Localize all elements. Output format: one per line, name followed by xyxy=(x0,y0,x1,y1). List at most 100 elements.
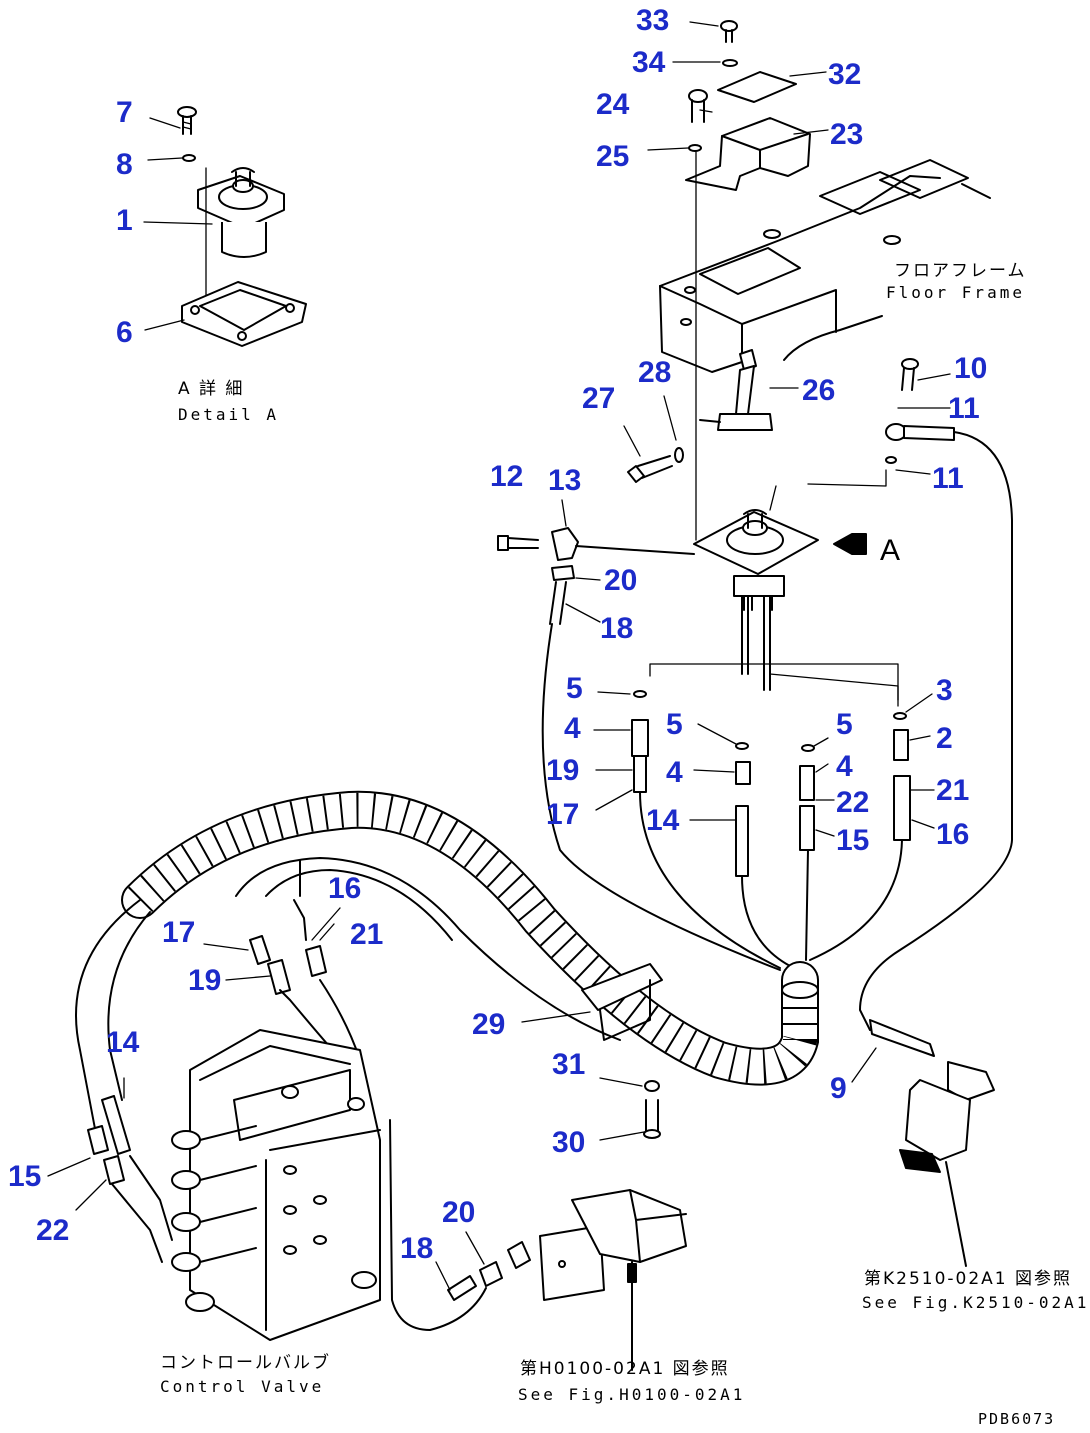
callout-17-a: 17 xyxy=(546,798,579,831)
part-22-fitting-b xyxy=(103,1155,125,1185)
hose-bundle xyxy=(121,790,819,1086)
part-24-bolt xyxy=(688,89,708,103)
part-14-hose xyxy=(735,805,749,877)
drawing-code: PDB6073 xyxy=(978,1410,1055,1428)
callout-13: 13 xyxy=(548,464,581,497)
detail-label-en: Detail A xyxy=(178,405,279,424)
callout-4-c: 4 xyxy=(836,750,853,783)
floor-frame-jp: フロアフレーム xyxy=(894,261,1027,281)
callout-20-a: 20 xyxy=(604,564,637,597)
part-27-bolt xyxy=(627,455,673,483)
part-9-connector xyxy=(869,1019,995,1267)
callout-7: 7 xyxy=(116,96,133,129)
callout-17-b: 17 xyxy=(162,916,195,949)
part-18-hose-b xyxy=(447,1275,477,1301)
callout-23: 23 xyxy=(830,118,863,151)
part-19-fitting-b xyxy=(267,959,291,995)
part-12-bolt xyxy=(497,535,539,551)
part-4-fitting-a xyxy=(631,719,649,757)
part-11-hose-joint xyxy=(885,423,955,441)
part-3-oring xyxy=(893,712,907,720)
control-valve-jp: コントロールバルブ xyxy=(160,1352,331,1373)
callout-10: 10 xyxy=(954,352,987,385)
control-valve-body xyxy=(171,1029,381,1341)
part-10-bolt xyxy=(901,358,919,391)
view-marker: A xyxy=(880,534,900,567)
part-11-washer xyxy=(885,456,897,464)
part-29-clamp xyxy=(581,963,663,1041)
part-5-oring-b xyxy=(735,742,749,750)
callout-2: 2 xyxy=(936,722,953,755)
callout-11-a: 11 xyxy=(948,392,980,425)
callout-8: 8 xyxy=(116,148,133,181)
callout-14-a: 14 xyxy=(646,804,680,837)
part-20-nut xyxy=(551,565,575,581)
detail-label-jp: A 詳 細 xyxy=(178,379,244,399)
callout-3: 3 xyxy=(936,674,953,707)
callout-18-a: 18 xyxy=(600,612,633,645)
callout-4-b: 4 xyxy=(666,756,683,789)
detail-a-assembly xyxy=(143,106,307,347)
part-19-fitting xyxy=(633,755,647,793)
part-15-hose xyxy=(799,805,815,851)
callout-25: 25 xyxy=(596,140,629,173)
callout-14-b: 14 xyxy=(106,1026,140,1059)
part-28-washer xyxy=(674,447,684,463)
control-valve-en: Control Valve xyxy=(160,1377,324,1396)
part-23-bracket xyxy=(685,117,811,191)
callout-19-b: 19 xyxy=(188,964,221,997)
part-31-washer xyxy=(644,1080,660,1092)
part-5-oring-c xyxy=(801,744,815,752)
callout-16-b: 16 xyxy=(328,872,361,905)
callout-11-b: 11 xyxy=(932,462,964,495)
callout-22-a: 22 xyxy=(836,786,869,819)
part-13-joint xyxy=(551,527,695,561)
ref-right-jp: 第K2510-02A1 図参照 xyxy=(864,1269,1072,1289)
part-5-oring-a xyxy=(633,690,647,698)
part-34-washer xyxy=(722,59,738,67)
ref-bottom-jp: 第H0100-02A1 図参照 xyxy=(520,1359,730,1379)
callout-27: 27 xyxy=(582,382,615,415)
part-21-fitting-b xyxy=(305,945,327,977)
part-20-nut-b xyxy=(479,1261,503,1287)
callout-24: 24 xyxy=(596,88,630,121)
part-15-fitting-b xyxy=(87,1125,109,1155)
callout-22-b: 22 xyxy=(36,1214,69,1247)
callout-26: 26 xyxy=(802,374,835,407)
part-14-fitting-b xyxy=(101,1095,131,1155)
part-30-bolt xyxy=(643,1099,661,1139)
callout-12: 12 xyxy=(490,460,523,493)
callout-30: 30 xyxy=(552,1126,585,1159)
part-33-bolt xyxy=(720,20,738,32)
callout-21-a: 21 xyxy=(936,774,969,807)
part-26-lever xyxy=(699,349,773,431)
floor-frame-en: Floor Frame xyxy=(886,283,1025,302)
part-7-bolt xyxy=(177,106,197,135)
part-4-fitting-b xyxy=(735,761,751,785)
part-32-plate xyxy=(717,71,797,103)
ref-right-en: See Fig.K2510-02A1 xyxy=(862,1293,1089,1312)
callout-18-b: 18 xyxy=(400,1232,433,1265)
captions: A 詳 細 Detail A フロアフレーム Floor Frame コントロー… xyxy=(160,261,1089,1428)
callout-34: 34 xyxy=(632,46,666,79)
ref-bottom-en: See Fig.H0100-02A1 xyxy=(518,1385,745,1404)
callout-20-b: 20 xyxy=(442,1196,475,1229)
callout-6: 6 xyxy=(116,316,133,349)
part-17-fitting-b xyxy=(249,935,271,965)
callout-33: 33 xyxy=(636,4,669,37)
callout-29: 29 xyxy=(472,1008,505,1041)
view-arrow-icon xyxy=(833,533,867,555)
callout-31: 31 xyxy=(552,1048,585,1081)
part-1-ppc-valve xyxy=(197,167,285,258)
bracket-assembly xyxy=(647,20,829,541)
part-4-fitting-c xyxy=(799,765,815,801)
callout-5-b: 5 xyxy=(666,708,683,741)
callout-15-b: 15 xyxy=(8,1160,41,1193)
callout-5-c: 5 xyxy=(836,708,853,741)
callout-16-a: 16 xyxy=(936,818,969,851)
callout-19-a: 19 xyxy=(546,754,579,787)
solenoid-valve xyxy=(539,1189,687,1371)
part-2-fitting xyxy=(893,729,909,761)
ppc-valve-mounted xyxy=(693,485,819,691)
